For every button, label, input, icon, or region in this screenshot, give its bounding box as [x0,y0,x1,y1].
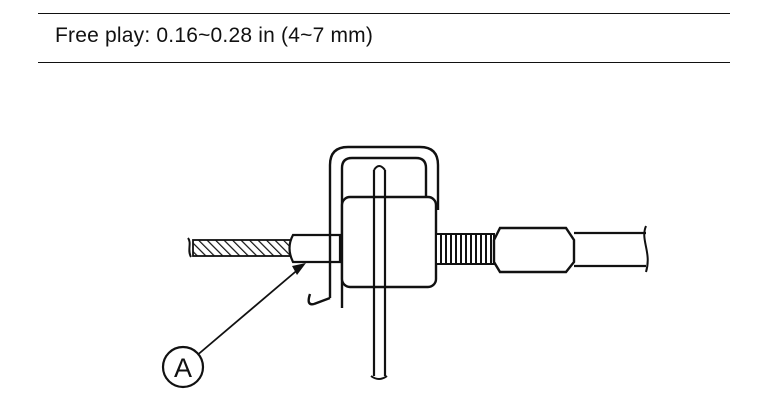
outer-cable-housing [574,225,649,273]
inner-cable [187,237,294,258]
cable-bracket [307,145,440,308]
free-play-spec: Free play: 0.16~0.28 in (4~7 mm) [55,24,374,47]
callout-a-label: A [174,353,192,383]
threaded-rod [435,233,495,265]
adjuster-nut [340,195,438,289]
locknut [492,226,576,274]
spec-box: Free play: 0.16~0.28 in (4~7 mm) [38,13,730,63]
callout-a-arrow [194,263,306,358]
lever-plate [370,165,388,380]
callout-a-badge: A [161,345,205,389]
cable-end-fitting [288,233,342,264]
